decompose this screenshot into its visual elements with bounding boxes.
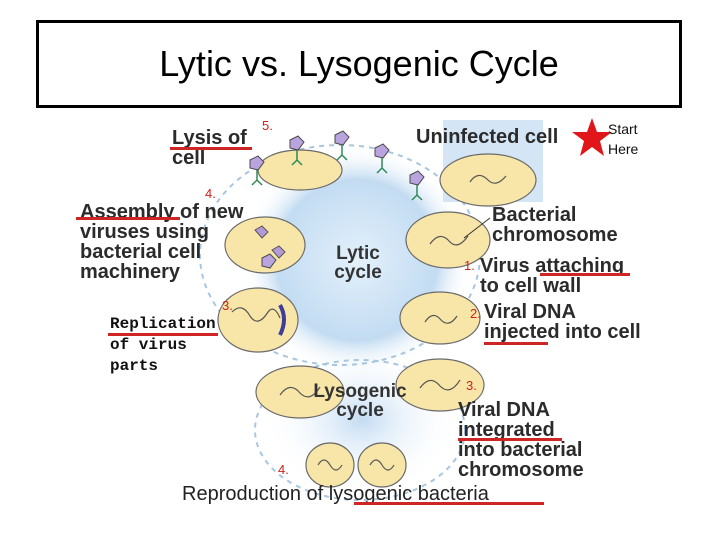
assembly-underline [76,217,180,220]
cell-lysogenic-1 [255,365,345,419]
phage-legs [251,145,423,201]
attaching-underline [540,273,630,276]
step-4-lysogenic: 4. [278,462,289,477]
viral-dna-injected-label: Viral DNA injected into cell [484,301,641,343]
replication-underline [108,333,218,336]
step-3-lysogenic: 3. [466,378,477,393]
viral-dna-integrated-label: Viral DNA integrated into bacterial chro… [458,399,584,481]
attaching-label: Virus attaching to cell wall [480,255,625,297]
lytic-cycle-label: Lytic cycle [334,243,382,283]
page-title: Lytic vs. Lysogenic Cycle [159,43,559,84]
phage-group [249,130,425,269]
lysis-label: Lysis of cell [172,127,247,169]
bacterial-chromosome-label: Bacterial chromosome [492,204,618,246]
injected-underline [484,342,548,345]
lysis-underline [170,147,252,150]
reproduction-label: Reproduction of lysogenic bacteria [182,483,489,505]
integrated-underline [458,438,562,441]
cell-assembly [224,216,306,274]
cell-uninfected [439,153,537,207]
uninfected-label: Uninfected cell [416,126,559,148]
cell-lysogenic-2 [395,358,485,412]
cell-dividing-right [357,442,407,488]
step-1: 1. [464,258,475,273]
lysogenic-cycle-label: Lysogenic cycle [313,381,407,421]
lysogenic-loop [254,359,466,501]
cell-attaching [399,291,481,345]
reproduction-underline [354,502,544,505]
replication-label: Replication of virus parts [110,315,216,375]
cell-replication [217,287,299,353]
title-box: Lytic vs. Lysogenic Cycle [36,20,682,108]
cell-dividing-left [305,442,355,488]
step-5: 5. [262,118,273,133]
start-star-icon [572,118,612,156]
step-4: 4. [205,186,216,201]
cell-lysis [257,149,343,191]
start-here-label: Start Here [608,121,639,157]
step-3: 3. [222,298,233,313]
assembly-label: Assembly of new viruses using bacterial … [80,201,244,283]
cell-bacterial-chromosome [405,211,491,269]
step-2: 2. [470,306,481,321]
